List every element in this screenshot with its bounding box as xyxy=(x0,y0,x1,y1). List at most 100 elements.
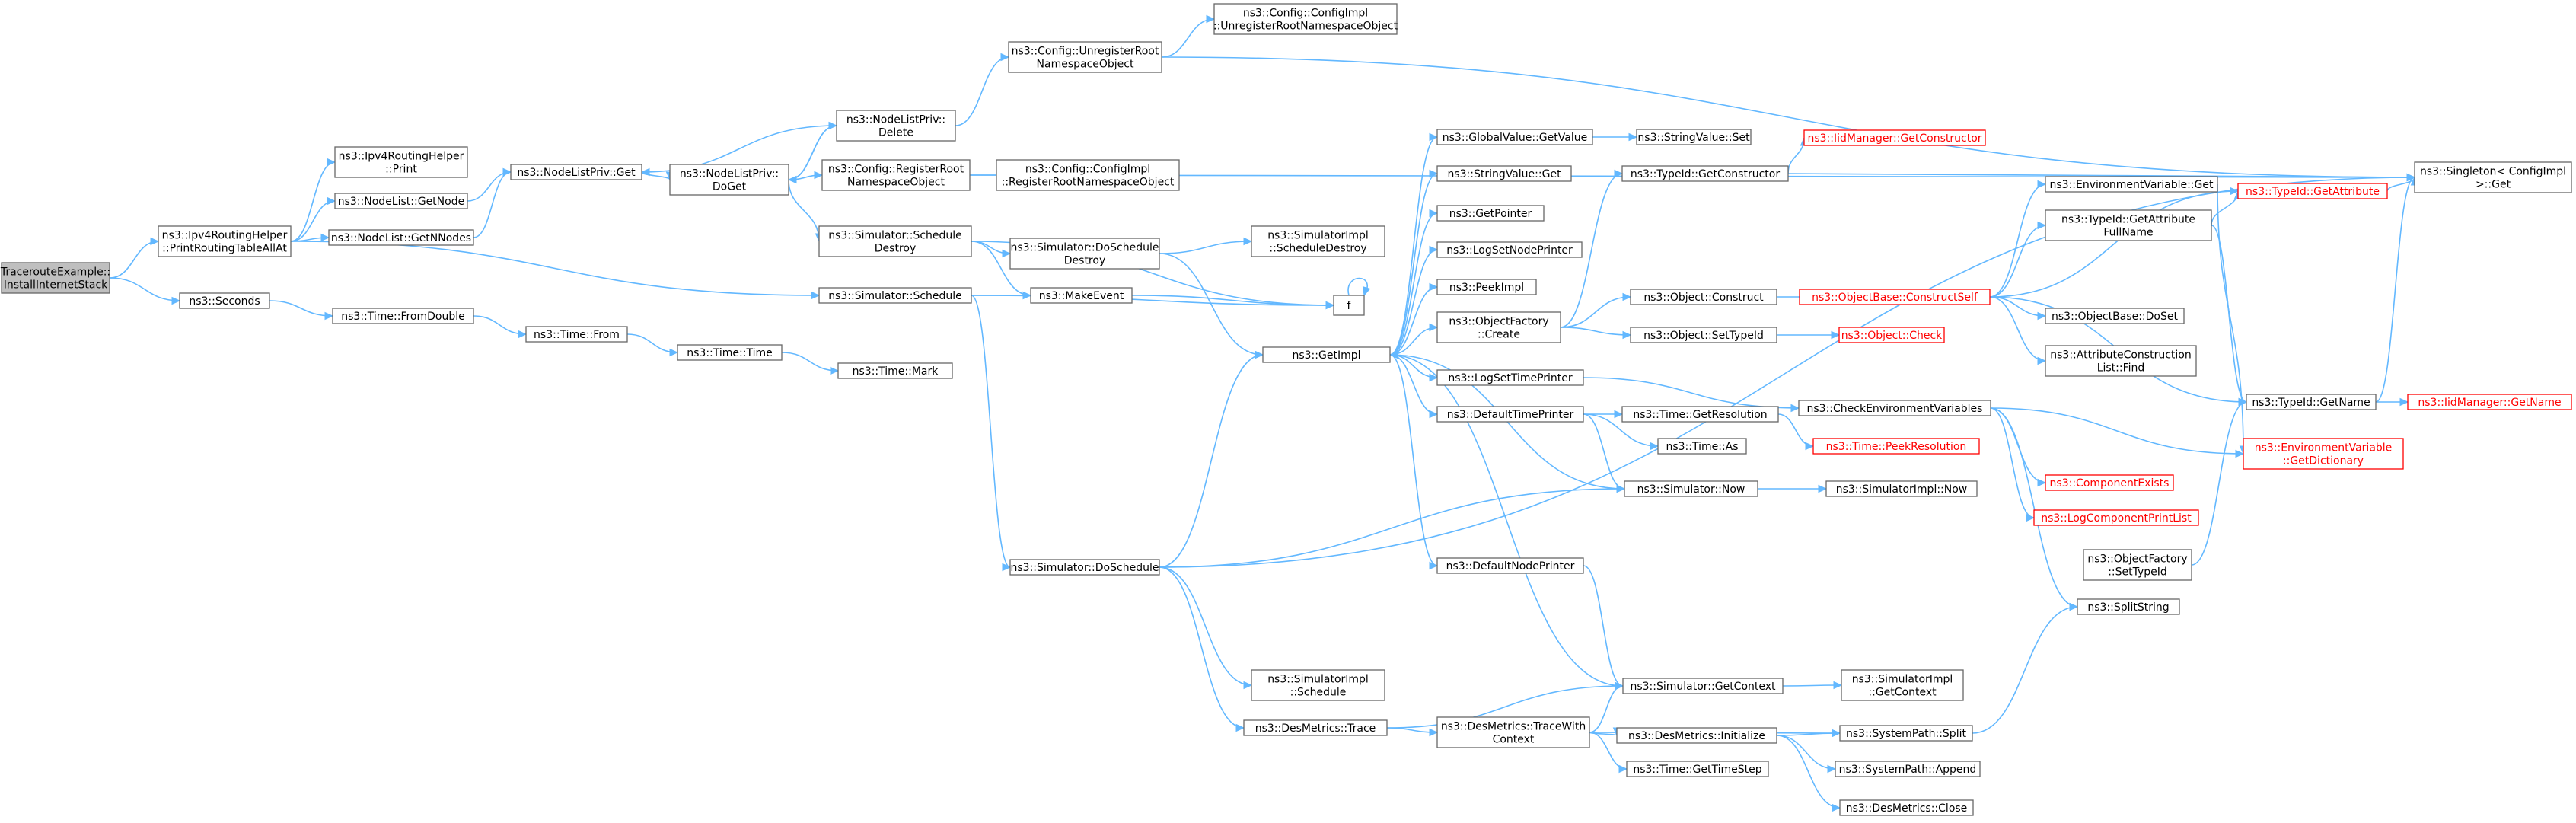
node-get-pointer[interactable]: ns3::GetPointer xyxy=(1436,205,1545,222)
node-sim-impl-sched-destroy[interactable]: ns3::SimulatorImpl::ScheduleDestroy xyxy=(1251,225,1385,257)
node-peek-impl[interactable]: ns3::PeekImpl xyxy=(1436,279,1537,295)
edge-obconstruct-self-to-env-var-get xyxy=(1989,183,2046,298)
edge-log-set-time-printer-to-check-env-vars xyxy=(1583,377,1800,409)
node-obj-check[interactable]: ns3::Object::Check xyxy=(1838,327,1945,343)
node-default-time-printer[interactable]: ns3::DefaultTimePrinter xyxy=(1436,406,1584,423)
node-obconstruct-self[interactable]: ns3::ObjectBase::ConstructSelf xyxy=(1799,289,1991,305)
node-cfg-impl-unreg[interactable]: ns3::Config::ConfigImpl::UnregisterRootN… xyxy=(1213,3,1398,35)
node-time-from[interactable]: ns3::Time::From xyxy=(525,326,628,343)
node-time-get-res[interactable]: ns3::Time::GetResolution xyxy=(1621,406,1779,423)
node-nlget-nnodes[interactable]: ns3::NodeList::GetNNodes xyxy=(328,229,474,246)
node-obj-construct[interactable]: ns3::Object::Construct xyxy=(1630,289,1777,305)
node-time-get-step[interactable]: ns3::Time::GetTimeStep xyxy=(1626,761,1769,777)
node-box xyxy=(677,344,783,361)
arrowhead-spsplit-to-split-string xyxy=(2069,602,2079,611)
node-time-time[interactable]: ns3::Time::Time xyxy=(677,344,783,361)
node-label: ns3::Config::UnregisterRoot xyxy=(1012,46,1159,58)
node-nlpget[interactable]: ns3::NodeListPriv::Get xyxy=(510,164,642,180)
node-sim-impl-schedule[interactable]: ns3::SimulatorImpl::Schedule xyxy=(1251,669,1385,701)
node-svget[interactable]: ns3::StringValue::Get xyxy=(1436,165,1572,182)
node-des-close[interactable]: ns3::DesMetrics::Close xyxy=(1839,799,1974,816)
node-default-node-printer[interactable]: ns3::DefaultNodePrinter xyxy=(1436,557,1584,574)
node-sim-impl-get-context[interactable]: ns3::SimulatorImpl::GetContext xyxy=(1841,669,1964,701)
node-make-event[interactable]: ns3::MakeEvent xyxy=(1030,287,1133,304)
node-box xyxy=(1262,346,1391,363)
node-nlget-node[interactable]: ns3::NodeList::GetNode xyxy=(334,193,468,209)
node-iid-get-constructor[interactable]: ns3::IidManager::GetConstructor xyxy=(1803,129,1986,146)
edge-tiget-constructor-to-singleton-get xyxy=(1787,173,2415,178)
arrowhead-f-to-f xyxy=(1362,285,1371,297)
node-spappend[interactable]: ns3::SystemPath::Append xyxy=(1835,761,1981,777)
node-svset[interactable]: ns3::StringValue::Set xyxy=(1636,129,1752,145)
node-obdo-set[interactable]: ns3::ObjectBase::DoSet xyxy=(2045,308,2185,324)
node-label: ns3::LogSetTimePrinter xyxy=(1448,372,1573,384)
arrowhead-sim-get-context-to-sim-impl-get-context xyxy=(1833,681,1843,690)
node-comp-exists[interactable]: ns3::ComponentExists xyxy=(2045,474,2174,491)
node-des-trace[interactable]: ns3::DesMetrics::Trace xyxy=(1243,719,1388,736)
node-time-peek-res[interactable]: ns3::Time::PeekResolution xyxy=(1812,438,1980,455)
node-label: ns3::Simulator::DoSchedule xyxy=(1011,562,1159,574)
node-unreg-root[interactable]: ns3::Config::UnregisterRootNamespaceObje… xyxy=(1008,41,1162,73)
node-iid-get-name[interactable]: ns3::IidManager::GetName xyxy=(2407,394,2572,410)
node-from-double[interactable]: ns3::Time::FromDouble xyxy=(332,308,474,324)
node-rhprint[interactable]: ns3::Ipv4RoutingHelper::Print xyxy=(334,146,468,178)
node-cfg-impl-reg[interactable]: ns3::Config::ConfigImpl::RegisterRootNam… xyxy=(996,159,1180,191)
node-sim-sched-destroy[interactable]: ns3::Simulator::ScheduleDestroy xyxy=(818,225,972,257)
node-ofset-type-id[interactable]: ns3::ObjectFactory::SetTypeId xyxy=(2083,549,2192,581)
call-arrowheads xyxy=(150,14,2419,812)
node-box xyxy=(1839,725,1973,742)
node-label: ns3::SystemPath::Append xyxy=(1839,764,1977,776)
arrowhead-make-event-to-f xyxy=(1325,301,1335,310)
node-tiget-name[interactable]: ns3::TypeId::GetName xyxy=(2246,394,2377,410)
node-gvget-value[interactable]: ns3::GlobalValue::GetValue xyxy=(1436,129,1593,145)
node-label: TracerouteExample:: xyxy=(0,266,110,279)
node-f[interactable]: f xyxy=(1333,295,1365,316)
edge-sim-do-schedule-to-sim-impl-schedule xyxy=(1159,566,1252,686)
node-spsplit[interactable]: ns3::SystemPath::Split xyxy=(1839,725,1973,742)
node-nlpdelete[interactable]: ns3::NodeListPriv::Delete xyxy=(836,110,956,142)
node-label: ns3::GetImpl xyxy=(1292,349,1360,362)
node-label: ns3::ObjectBase::ConstructSelf xyxy=(1812,292,1978,304)
node-reg-root[interactable]: ns3::Config::RegisterRootNamespaceObject xyxy=(821,159,971,191)
node-ofcreate[interactable]: ns3::ObjectFactory::Create xyxy=(1436,311,1561,343)
node-env-var-get[interactable]: ns3::EnvironmentVariable::Get xyxy=(2045,176,2218,193)
node-box xyxy=(1436,241,1583,258)
edge-get-impl-to-get-pointer xyxy=(1389,212,1438,356)
node-log-set-node-printer[interactable]: ns3::LogSetNodePrinter xyxy=(1436,241,1583,258)
node-box xyxy=(1436,129,1593,145)
node-log-comp-print-list[interactable]: ns3::LogComponentPrintList xyxy=(2033,509,2199,526)
node-label: ::GetDictionary xyxy=(2283,455,2364,467)
node-env-var-get-dict[interactable]: ns3::EnvironmentVariable::GetDictionary xyxy=(2243,438,2404,470)
node-tiget-attribute[interactable]: ns3::TypeId::GetAttribute xyxy=(2237,183,2388,199)
node-sim-do-schedule[interactable]: ns3::Simulator::DoSchedule xyxy=(1009,559,1160,576)
node-label: ns3::ComponentExists xyxy=(2050,477,2170,490)
node-tiget-constructor[interactable]: ns3::TypeId::GetConstructor xyxy=(1621,165,1789,182)
node-sim-now[interactable]: ns3::Simulator::Now xyxy=(1624,480,1758,497)
edge-default-node-printer-to-sim-get-context xyxy=(1583,565,1624,687)
arrowhead-sim-now-to-sim-impl-now xyxy=(1818,484,1828,493)
node-log-set-time-printer[interactable]: ns3::LogSetTimePrinter xyxy=(1436,369,1584,386)
node-check-env-vars[interactable]: ns3::CheckEnvironmentVariables xyxy=(1798,400,1991,416)
node-sim-impl-now[interactable]: ns3::SimulatorImpl::Now xyxy=(1825,480,1978,497)
edge-check-env-vars-to-env-var-get-dict xyxy=(1990,407,2244,455)
node-sim-get-context[interactable]: ns3::Simulator::GetContext xyxy=(1622,678,1784,694)
node-obj-set-type-id[interactable]: ns3::Object::SetTypeId xyxy=(1630,327,1777,343)
node-label: ns3::Object::SetTypeId xyxy=(1643,330,1764,342)
node-sim-schedule[interactable]: ns3::Simulator::Schedule xyxy=(818,287,972,304)
node-time-as[interactable]: ns3::Time::As xyxy=(1657,438,1747,455)
node-nlpdo-get[interactable]: ns3::NodeListPriv::DoGet xyxy=(669,164,789,196)
node-print-rtall[interactable]: ns3::Ipv4RoutingHelper::PrintRoutingTabl… xyxy=(158,225,292,257)
node-box xyxy=(1621,406,1779,423)
node-get-impl[interactable]: ns3::GetImpl xyxy=(1262,346,1391,363)
node-time-mark[interactable]: ns3::Time::Mark xyxy=(837,362,953,379)
node-split-string[interactable]: ns3::SplitString xyxy=(2077,598,2180,615)
node-des-init[interactable]: ns3::DesMetrics::Initialize xyxy=(1616,727,1777,744)
node-seconds[interactable]: ns3::Seconds xyxy=(179,292,270,309)
node-box xyxy=(158,225,292,257)
node-root[interactable]: TracerouteExample::InstallInternetStack xyxy=(0,262,110,294)
node-singleton-get[interactable]: ns3::Singleton< ConfigImpl>::Get xyxy=(2414,161,2572,193)
